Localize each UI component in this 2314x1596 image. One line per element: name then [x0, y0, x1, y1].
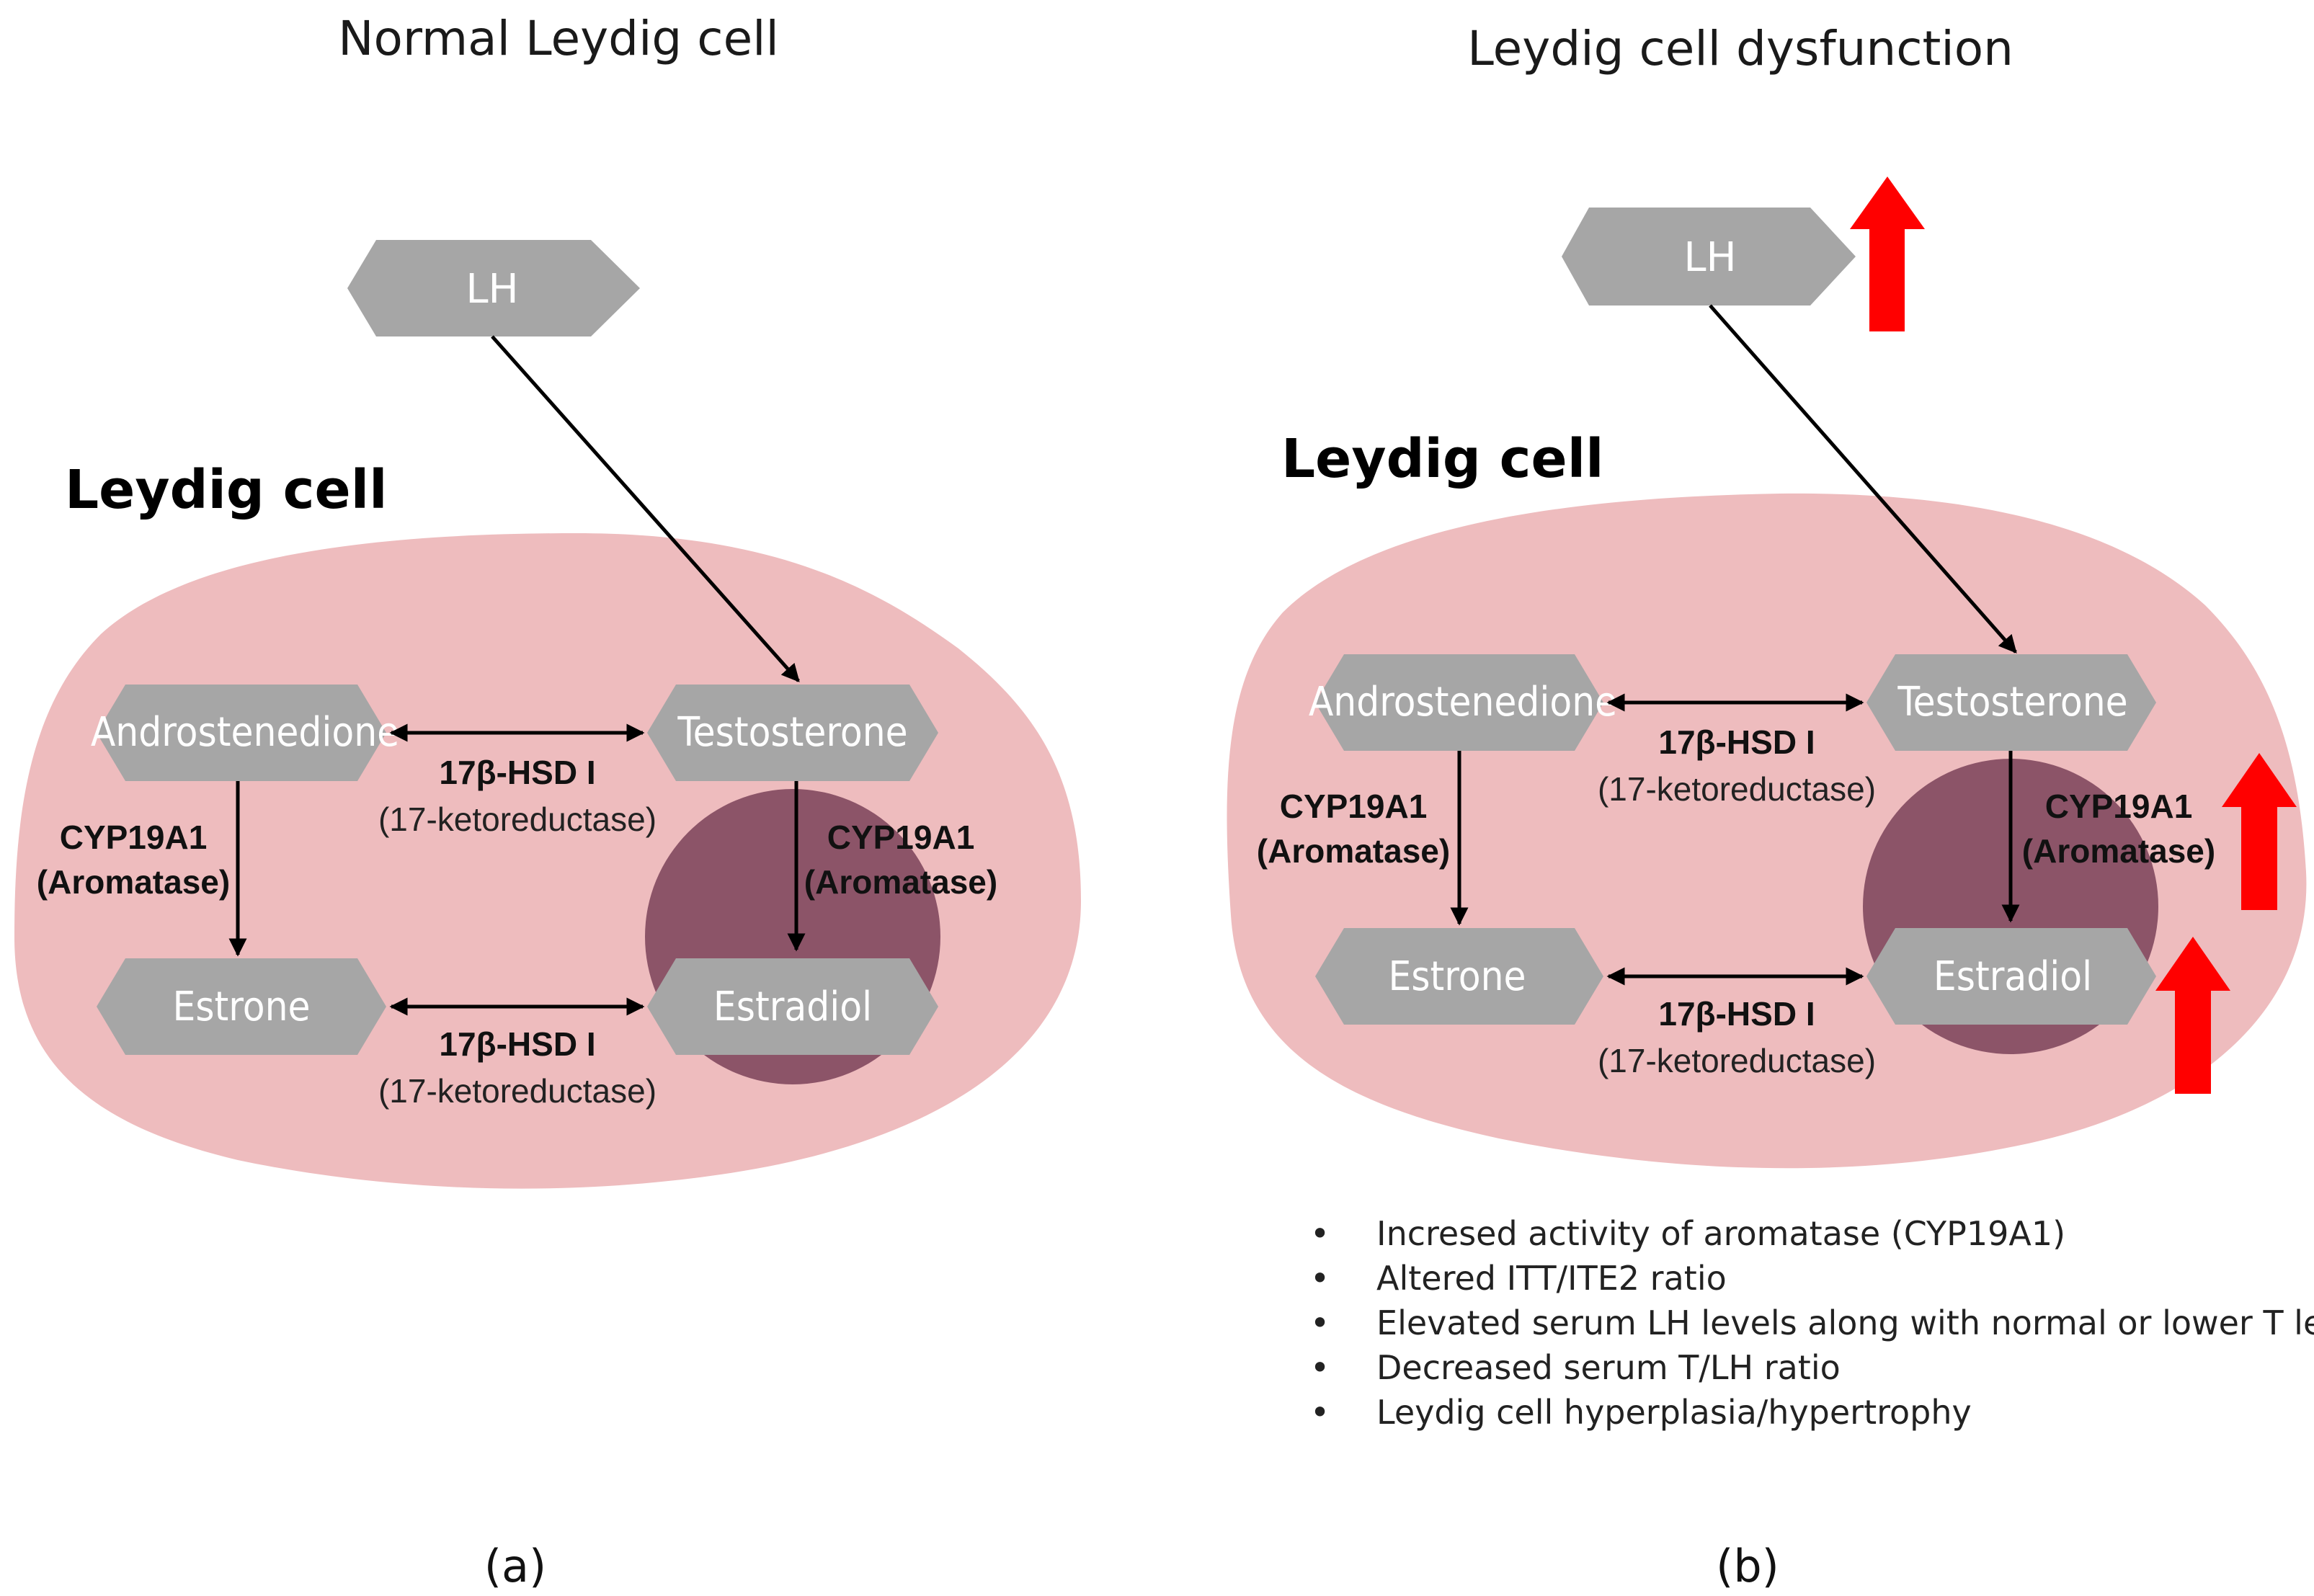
- list-item: Elevated serum LH levels along with norm…: [1376, 1303, 2314, 1342]
- cell-label: Leydig cell: [65, 459, 387, 521]
- panel-a-caption: (a): [484, 1540, 546, 1592]
- lh-increase-arrow-icon: [1850, 177, 1925, 331]
- estradiol-label: Estradiol: [713, 984, 872, 1030]
- list-item: Altered ITT/ITE2 ratio: [1376, 1259, 1727, 1298]
- enzyme-bottom-sub: (17-ketoreductase): [1598, 1042, 1876, 1079]
- enzyme-bottom-name: 17β-HSD I: [439, 1025, 595, 1063]
- panel-a: Normal Leydig cell Leydig cell LH Andros…: [14, 11, 1081, 1592]
- estrone-hexagon: [1315, 928, 1603, 1025]
- testosterone-label: Testosterone: [677, 709, 907, 756]
- enzyme-top-name: 17β-HSD I: [439, 754, 595, 791]
- cell-label: Leydig cell: [1281, 428, 1603, 490]
- estradiol-increase-arrow-icon: [2155, 937, 2230, 1094]
- cyp-left-name: CYP19A1: [1280, 788, 1428, 825]
- enzyme-top-name: 17β-HSD I: [1658, 723, 1815, 761]
- bullet-dot: •: [1310, 1259, 1330, 1298]
- enzyme-top-sub: (17-ketoreductase): [1598, 770, 1876, 808]
- estrone-hexagon: [97, 958, 386, 1055]
- list-item: Decreased serum T/LH ratio: [1376, 1348, 1841, 1387]
- androstenedione-hexagon: [1315, 654, 1603, 751]
- enzyme-bottom-name: 17β-HSD I: [1658, 995, 1815, 1033]
- cyp-left-sub: (Aromatase): [1257, 832, 1450, 870]
- androstenedione-label: Androstenedione: [91, 709, 399, 756]
- lh-to-testosterone-arrow: [1709, 304, 2017, 654]
- estrone-label: Estrone: [1388, 953, 1526, 1000]
- cyp-left-name: CYP19A1: [60, 819, 208, 856]
- androstenedione-label: Androstenedione: [1309, 679, 1617, 726]
- enzyme-top-sub: (17-ketoreductase): [378, 801, 657, 838]
- estradiol-hexagon: [647, 958, 938, 1055]
- list-item: Incresed activity of aromatase (CYP19A1): [1376, 1214, 2065, 1253]
- panel-b-title: Leydig cell dysfunction: [1467, 21, 2013, 76]
- estrone-label: Estrone: [172, 984, 310, 1030]
- bullet-dot: •: [1310, 1214, 1330, 1253]
- panel-b: Leydig cell dysfunction Leydig cell LH A…: [1227, 21, 2314, 1592]
- cyp-right-sub: (Aromatase): [804, 863, 997, 901]
- panel-a-title: Normal Leydig cell: [338, 11, 779, 66]
- cyp-right-name: CYP19A1: [2045, 788, 2193, 825]
- bullet-dot: •: [1310, 1303, 1330, 1342]
- cyp-right-name: CYP19A1: [827, 819, 975, 856]
- dysfunction-findings-list: • Incresed activity of aromatase (CYP19A…: [1310, 1214, 2314, 1432]
- testosterone-label: Testosterone: [1897, 679, 2127, 726]
- cyp-right-sub: (Aromatase): [2022, 832, 2215, 870]
- lh-label: LH: [1683, 234, 1736, 281]
- cyp-left-sub: (Aromatase): [37, 863, 230, 901]
- testosterone-hexagon: [1866, 654, 2156, 751]
- estradiol-hexagon: [1866, 928, 2156, 1025]
- bullet-dot: •: [1310, 1348, 1330, 1387]
- androstenedione-hexagon: [97, 685, 386, 781]
- lh-to-testosterone-arrow: [491, 335, 800, 682]
- testosterone-hexagon: [647, 685, 938, 781]
- enzyme-bottom-sub: (17-ketoreductase): [378, 1072, 657, 1110]
- lh-hexagon: [347, 240, 640, 336]
- bullet-dot: •: [1310, 1393, 1330, 1432]
- panel-b-caption: (b): [1716, 1540, 1779, 1592]
- estradiol-label: Estradiol: [1933, 953, 2092, 1000]
- aromatase-increase-arrow-icon: [2222, 753, 2297, 910]
- list-item: Leydig cell hyperplasia/hypertrophy: [1376, 1393, 1972, 1432]
- lh-label: LH: [466, 266, 518, 313]
- lh-hexagon: [1562, 208, 1856, 306]
